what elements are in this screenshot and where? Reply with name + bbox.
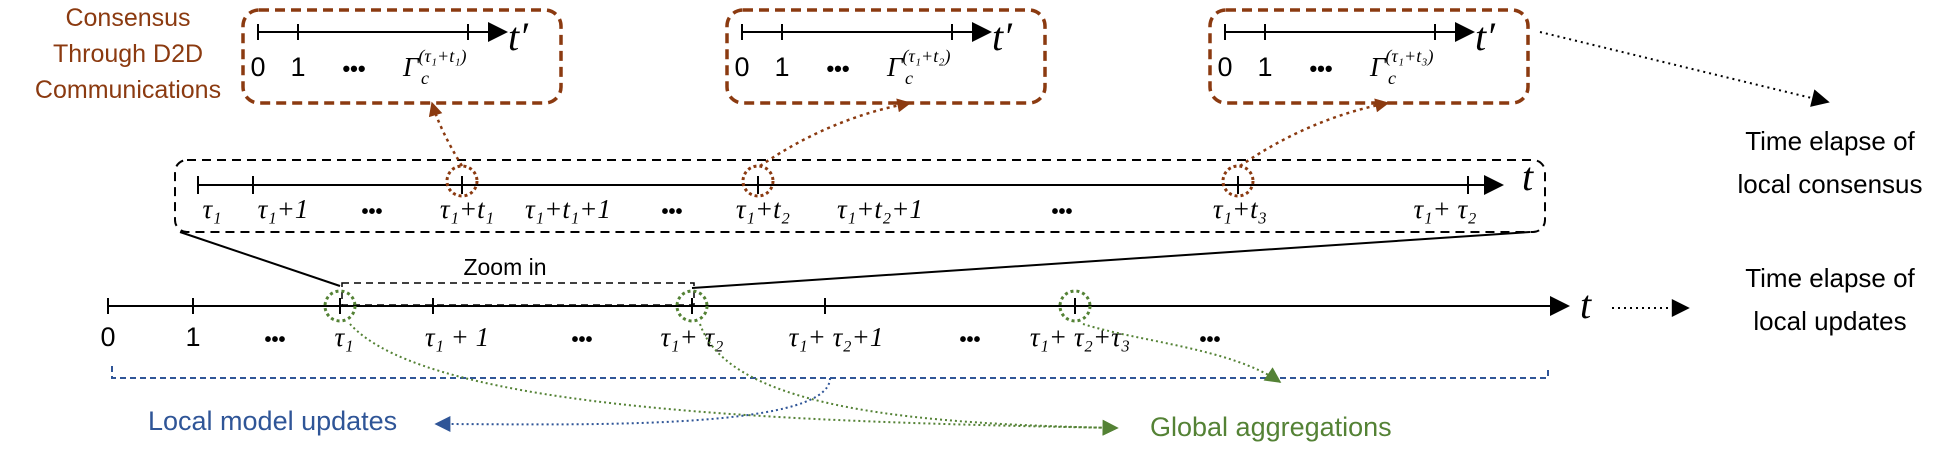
bottom-timeline-labels: 0 1 ••• τ₁ τ₁ + 1 ••• τ₁+ τ₂ τ₁+ τ₂+1 ••• τ₁+ τ₂+… (100, 322, 1220, 352)
connector-t2 (759, 98, 912, 168)
zoom-in-box (341, 282, 695, 306)
middle-tick-label: τ₁ (202, 194, 221, 224)
consensus-tick-label: ••• (826, 56, 849, 81)
consensus-tick-label: 0 (734, 52, 749, 82)
middle-ellipsis: ••• (661, 201, 682, 223)
middle-tick-label: τ₁+t₃ (1213, 194, 1267, 224)
gamma-subscript: c (1388, 68, 1396, 88)
gamma-symbol: Γ (1369, 52, 1387, 82)
middle-ellipsis: ••• (1051, 201, 1072, 223)
zoom-in-label: Zoom in (463, 254, 546, 280)
consensus-tick-label: 0 (250, 52, 265, 82)
gamma-superscript: (τ₁+t₃) (1385, 46, 1433, 67)
right-labels: Time elapse of local consensus Time elap… (1738, 126, 1923, 336)
consensus-label-line-2: Through D2D (53, 40, 203, 68)
middle-highlight-t3 (1221, 164, 1255, 198)
middle-tick-label: τ₁+t₂ (736, 194, 790, 224)
consensus-label: Consensus Through D2D Communications (35, 4, 221, 104)
middle-tick-label: τ₁+ τ₂ (1413, 194, 1476, 224)
consensus-gamma-label: Γ(τ₁+t₁) (402, 46, 466, 82)
bottom-tick-label: τ₁ + 1 (425, 322, 489, 352)
middle-highlight-t1 (445, 164, 479, 198)
zoom-lines: Zoom in (179, 231, 1531, 306)
bottom-tick-label: τ₁+ τ₂ (660, 322, 723, 352)
connector-t3 (1239, 98, 1390, 168)
consensus-axis-label: t′ (992, 14, 1013, 59)
middle-tick-label: τ₁+t₁+1 (525, 194, 611, 224)
consensus-box (1208, 8, 1530, 105)
bottom-ellipsis: ••• (959, 329, 980, 351)
consensus-time-label-line-1: Time elapse of (1745, 126, 1915, 156)
bottom-tick-label: 0 (100, 322, 115, 352)
middle-timeline-axis-label: t (1522, 154, 1534, 199)
connector-t1 (428, 101, 464, 167)
middle-tick-label: τ₁+1 (258, 194, 309, 224)
local-updates-bracket (111, 366, 1549, 379)
middle-tick-label: τ₁+t₁ (440, 194, 494, 224)
bottom-tick-label: 1 (185, 322, 200, 352)
bottom-highlight-tau1 (323, 289, 357, 323)
bottom-tick-label: τ₁+ τ₂+1 (789, 322, 884, 352)
consensus-tick-label: 0 (1217, 52, 1232, 82)
gamma-symbol: Γ (402, 52, 420, 82)
consensus-connectors (428, 98, 1390, 168)
middle-timeline-labels: τ₁ τ₁+1 ••• τ₁+t₁ τ₁+t₁+1 ••• τ₁+t₂ τ₁+t₂+1 ••• τ… (202, 194, 1476, 224)
zoom-line-right (691, 231, 1531, 289)
middle-timeline-box (174, 159, 1546, 233)
gamma-subscript: c (905, 68, 913, 88)
gamma-symbol: Γ (886, 52, 904, 82)
global-aggregation-arrows (349, 323, 1282, 436)
consensus-tick-label: ••• (1309, 56, 1332, 81)
bottom-ellipsis: ••• (1199, 329, 1220, 351)
consensus-time-label-line-2: local consensus (1738, 169, 1923, 199)
bottom-ellipsis: ••• (264, 329, 285, 351)
bottom-timeline-axis-label: t (1580, 282, 1592, 327)
updates-time-label-line-1: Time elapse of (1745, 263, 1915, 293)
consensus-box (725, 8, 1047, 105)
gamma-superscript: (τ₁+t₂) (902, 46, 950, 67)
aggregation-arrow-tau1 (349, 323, 1119, 436)
consensus-tick-label: 1 (774, 52, 789, 82)
consensus-label-line-3: Communications (35, 76, 221, 104)
bottom-timeline: t 0 1 ••• τ₁ τ₁ + 1 ••• τ₁+ τ₂ τ₁+ τ₂+1 ••• τ₁+ τ… (100, 282, 1592, 352)
middle-highlight-t2 (741, 164, 775, 198)
consensus-axis-label: t′ (1475, 14, 1496, 59)
bottom-highlight-tau2 (675, 289, 709, 323)
bottom-highlight-tau3 (1058, 289, 1092, 323)
consensus-gamma-label: Γ(τ₁+t₃) (1369, 46, 1433, 82)
consensus-label-line-1: Consensus (65, 4, 190, 32)
bottom-tick-label: τ₁+ τ₂+τ₃ (1030, 322, 1130, 352)
consensus-gamma-label: Γ(τ₁+t₂) (886, 46, 950, 82)
middle-timeline-ticks (197, 176, 1469, 194)
consensus-axis-label: t′ (508, 14, 529, 59)
consensus-tick-label: 1 (1257, 52, 1272, 82)
legend-global-aggregations: Global aggregations (1150, 412, 1392, 442)
middle-timeline: t τ₁ τ₁+1 ••• τ₁+t₁ τ₁+t₁+1 ••• τ₁+t₂ τ₁+t₂+1 ••… (174, 154, 1546, 233)
gamma-superscript: (τ₁+t₁) (418, 46, 466, 67)
middle-ellipsis: ••• (361, 201, 382, 223)
consensus-tick-label: 1 (290, 52, 305, 82)
bottom-ellipsis: ••• (571, 329, 592, 351)
gamma-subscript: c (421, 68, 429, 88)
aggregation-arrow-tau2 (699, 323, 1119, 436)
consensus-tick-label: ••• (342, 56, 365, 81)
updates-time-label-line-2: local updates (1753, 306, 1906, 336)
consensus-time-arrow (1539, 31, 1830, 107)
consensus-box (241, 8, 563, 105)
bottom-tick-label: τ₁ (334, 322, 353, 352)
legend-local-updates: Local model updates (148, 406, 397, 436)
aggregation-arrow-tau3 (1082, 323, 1282, 383)
middle-tick-label: τ₁+t₂+1 (837, 194, 923, 224)
bottom-timeline-ticks (107, 298, 1076, 314)
zoom-line-left (179, 231, 341, 287)
